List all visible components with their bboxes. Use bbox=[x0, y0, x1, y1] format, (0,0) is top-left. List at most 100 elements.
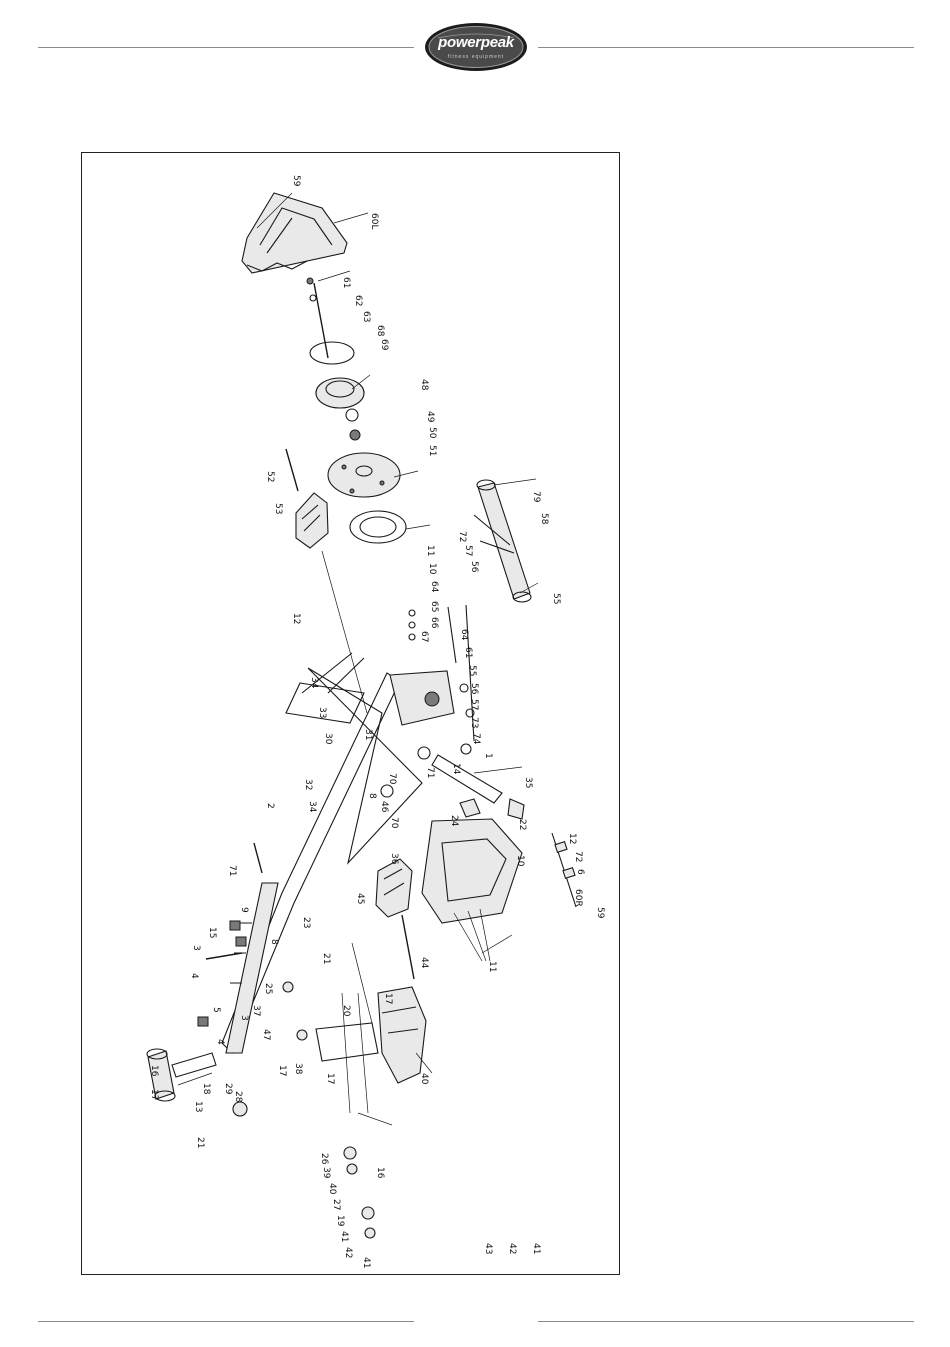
part-callout-55: 55 bbox=[551, 593, 561, 604]
part-callout-31: 31 bbox=[363, 729, 373, 740]
part-callout-71: 71 bbox=[425, 767, 435, 778]
part-callout-70: 70 bbox=[387, 773, 397, 785]
part-callout-41: 41 bbox=[339, 1231, 349, 1242]
part-callout-1: 1 bbox=[483, 753, 493, 759]
part-callout-57: 57 bbox=[463, 545, 473, 556]
flywheel-assembly bbox=[306, 277, 407, 544]
part-callout-51: 51 bbox=[427, 445, 437, 456]
part-callout-24: 24 bbox=[449, 815, 459, 827]
part-callout-40: 40 bbox=[419, 1073, 429, 1085]
part-callout-17: 17 bbox=[383, 993, 393, 1004]
shroud-right-60R bbox=[421, 798, 525, 962]
part-callout-69: 69 bbox=[379, 339, 389, 351]
pedal-axle bbox=[551, 832, 577, 908]
part-callout-3: 3 bbox=[239, 1015, 249, 1021]
part-callout-61: 61 bbox=[341, 277, 351, 288]
part-callout-17: 17 bbox=[149, 1089, 159, 1100]
part-callout-23: 23 bbox=[301, 917, 311, 928]
part-callout-9: 9 bbox=[239, 907, 249, 913]
part-callout-17: 17 bbox=[325, 1073, 335, 1084]
leader-lines bbox=[177, 192, 539, 1126]
part-callout-3: 3 bbox=[191, 945, 201, 951]
part-callout-10: 10 bbox=[427, 563, 437, 575]
diagram-drawing: 5960L61626368694849505152531211106465666… bbox=[146, 175, 605, 1268]
part-callout-41: 41 bbox=[361, 1257, 371, 1268]
part-callout-53: 53 bbox=[273, 503, 283, 514]
part-callout-21: 21 bbox=[321, 953, 331, 964]
part-callout-44: 44 bbox=[419, 957, 429, 969]
logo-badge-shape bbox=[425, 23, 527, 71]
part-callout-48: 48 bbox=[419, 379, 429, 391]
part-callout-71: 71 bbox=[227, 865, 237, 876]
part-callout-70: 70 bbox=[389, 817, 399, 829]
footer-rule-left bbox=[38, 1321, 414, 1322]
part-callout-62: 62 bbox=[353, 295, 363, 306]
part-callout-40: 40 bbox=[327, 1183, 337, 1195]
part-callout-45: 45 bbox=[355, 893, 365, 904]
part-callout-28: 28 bbox=[233, 1091, 243, 1103]
part-callout-72: 72 bbox=[457, 531, 467, 542]
part-callout-34: 34 bbox=[307, 801, 317, 813]
part-callout-42: 42 bbox=[507, 1243, 517, 1254]
pedal-right bbox=[375, 858, 415, 980]
part-callout-34: 34 bbox=[309, 677, 319, 689]
part-callout-46: 46 bbox=[379, 801, 389, 813]
part-callout-4: 4 bbox=[215, 1039, 225, 1045]
brand-name: powerpeak bbox=[438, 34, 514, 51]
part-callout-56: 56 bbox=[469, 561, 479, 573]
part-callout-50: 50 bbox=[427, 427, 437, 439]
part-callout-35: 35 bbox=[523, 777, 533, 788]
part-callout-16: 16 bbox=[375, 1167, 385, 1179]
part-callout-64: 64 bbox=[429, 581, 439, 593]
part-callout-73: 73 bbox=[469, 717, 479, 728]
part-callout-22: 22 bbox=[517, 819, 527, 830]
part-callout-15: 15 bbox=[207, 927, 217, 938]
shroud-left-60L bbox=[241, 192, 348, 274]
part-callout-29: 29 bbox=[223, 1083, 233, 1095]
part-callout-19: 19 bbox=[335, 1215, 345, 1227]
part-callout-33: 33 bbox=[317, 707, 327, 718]
part-callout-16: 16 bbox=[149, 1065, 159, 1077]
brand-tagline: fitness equipment bbox=[447, 54, 505, 60]
part-callout-10: 10 bbox=[515, 855, 525, 867]
front-stabilizer-tube bbox=[146, 1048, 248, 1117]
part-callout-63: 63 bbox=[361, 311, 371, 322]
part-callout-21: 21 bbox=[195, 1137, 205, 1148]
part-callout-43: 43 bbox=[483, 1243, 493, 1254]
part-callout-60L: 60L bbox=[369, 213, 379, 229]
part-callout-8: 8 bbox=[269, 939, 279, 945]
brand-logo: powerpeak fitness equipment bbox=[424, 22, 528, 72]
part-callout-4: 4 bbox=[189, 973, 199, 979]
part-callout-13: 13 bbox=[193, 1101, 203, 1112]
center-hub-parts bbox=[380, 604, 503, 804]
part-callout-42: 42 bbox=[343, 1247, 353, 1258]
part-callout-14: 14 bbox=[451, 763, 461, 775]
pedal-left bbox=[285, 448, 368, 714]
part-callout-30: 30 bbox=[323, 733, 333, 745]
part-callout-37: 37 bbox=[251, 1005, 261, 1016]
part-callout-5: 5 bbox=[211, 1007, 221, 1013]
handlebar-tube bbox=[473, 479, 532, 603]
part-callout-32: 32 bbox=[303, 779, 313, 790]
part-callout-57: 57 bbox=[469, 699, 479, 710]
part-callout-72: 72 bbox=[573, 851, 583, 862]
part-callout-20: 20 bbox=[341, 1005, 351, 1017]
part-callout-11: 11 bbox=[487, 961, 497, 972]
part-callout-39: 39 bbox=[321, 1167, 331, 1179]
part-callout-55: 55 bbox=[467, 665, 477, 676]
part-callout-65: 65 bbox=[429, 601, 439, 612]
part-callout-61: 61 bbox=[463, 647, 473, 658]
footer-rule-right bbox=[538, 1321, 914, 1322]
part-callout-2: 2 bbox=[265, 803, 275, 809]
fasteners bbox=[197, 842, 376, 1239]
part-callout-74: 74 bbox=[471, 733, 481, 745]
part-callout-12: 12 bbox=[291, 613, 301, 624]
part-callout-26: 26 bbox=[319, 1153, 329, 1165]
part-callout-66: 66 bbox=[429, 617, 439, 629]
header-rule-left bbox=[38, 47, 414, 48]
part-callout-41: 41 bbox=[531, 1243, 541, 1254]
part-callout-27: 27 bbox=[331, 1199, 341, 1210]
part-callout-47: 47 bbox=[261, 1029, 271, 1040]
part-callout-25: 25 bbox=[263, 983, 273, 994]
part-callout-36: 36 bbox=[389, 853, 399, 865]
